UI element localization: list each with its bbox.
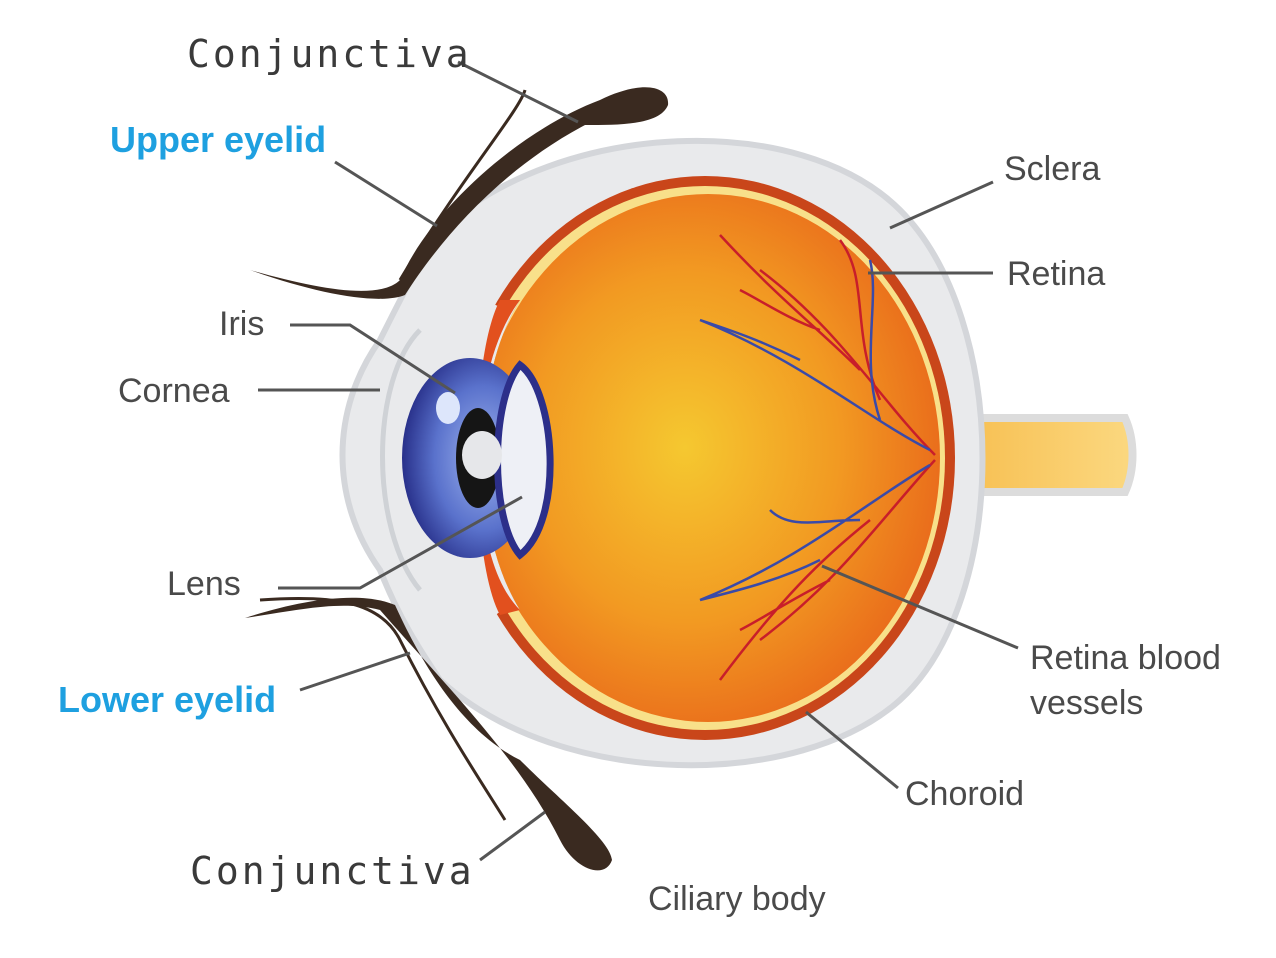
upper-eyelid [250,87,669,299]
label-retina: Retina [1007,255,1105,293]
label-ciliary-body: Ciliary body [648,880,826,918]
label-lower-eyelid: Lower eyelid [58,679,276,720]
lower-eyelid [245,597,612,871]
label-iris: Iris [219,305,264,343]
lens-core [462,431,502,479]
label-upper-eyelid: Upper eyelid [110,119,326,160]
lens [494,360,554,560]
label-conjunctiva-top: Conjunctiva [187,32,472,76]
label-cornea: Cornea [118,372,230,410]
label-choroid: Choroid [905,775,1024,813]
label-conjunctiva-bottom: Conjunctiva [190,849,475,893]
lower-eyelash-line [259,596,507,821]
label-sclera: Sclera [1004,150,1100,188]
iris-highlight [436,392,460,424]
upper-eyelash-line [398,89,527,281]
label-retina-blood-vessels-1: Retina blood [1030,639,1221,677]
leader-lines [258,60,1019,862]
label-retina-blood-vessels-2: vessels [1030,684,1143,722]
label-lens: Lens [167,565,241,603]
retina-blood-vessels [699,234,936,681]
